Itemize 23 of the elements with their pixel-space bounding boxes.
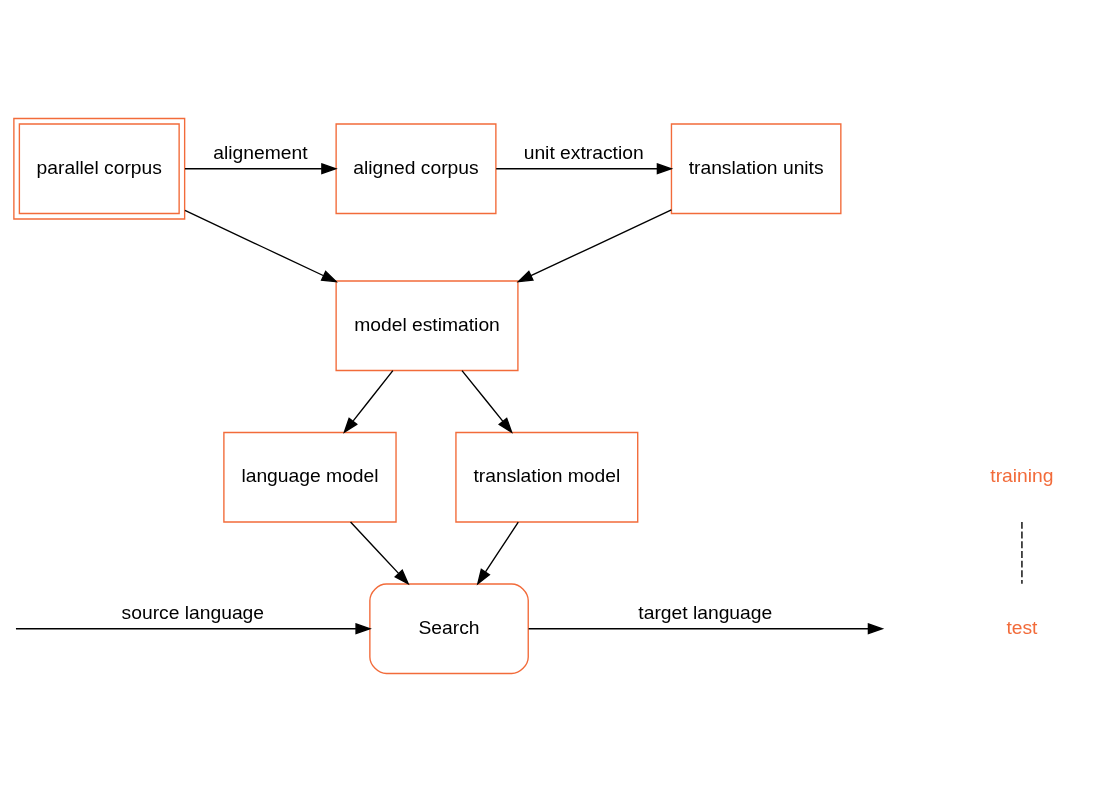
node-box: Search	[369, 583, 529, 675]
arrow	[476, 521, 519, 586]
arrow	[349, 521, 410, 586]
arrow	[184, 209, 338, 283]
arrow	[527, 622, 885, 635]
arrow	[461, 369, 513, 434]
edge-label: unit extraction	[523, 142, 644, 164]
node-box: language model	[223, 431, 397, 523]
node-box: translation units	[670, 123, 842, 215]
label: training	[990, 465, 1054, 487]
arrow	[343, 369, 394, 434]
edge-label: alignement	[213, 142, 308, 164]
edge-label: source language	[121, 602, 265, 624]
arrow	[495, 162, 674, 175]
edge-label: target language	[638, 602, 773, 624]
arrow	[184, 162, 338, 175]
node-box: translation model	[455, 431, 639, 523]
label: test	[1006, 616, 1038, 638]
arrow	[15, 622, 372, 635]
node-box: model estimation	[335, 280, 519, 372]
node-box: aligned corpus	[335, 123, 497, 215]
arrow	[516, 209, 673, 283]
node-box: parallel corpus	[13, 117, 186, 220]
